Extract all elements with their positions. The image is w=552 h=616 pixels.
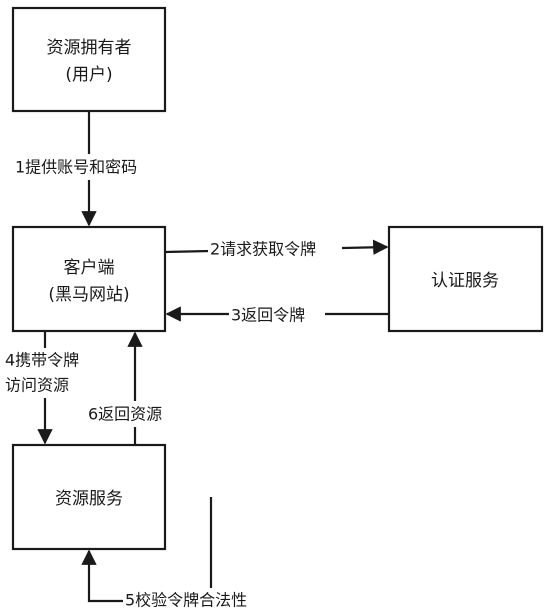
edge-4-label-line2: 访问资源	[5, 376, 69, 395]
resource-owner-box: 资源拥有者 (用户)	[11, 6, 167, 113]
resource-owner-title: 资源拥有者	[47, 38, 132, 58]
edge-2-label: 2请求获取令牌	[210, 240, 316, 259]
edge-2-label-bg	[208, 237, 342, 263]
edge-6-label-bg	[86, 401, 186, 427]
edge-5-label: 5校验令牌合法性	[125, 591, 247, 610]
auth-service-title: 认证服务	[431, 271, 499, 291]
client-title: 客户端	[64, 258, 115, 278]
resource-service-box: 资源服务	[11, 443, 167, 551]
client-subtitle: (黑马网站)	[48, 285, 129, 305]
edge-6-label: 6返回资源	[88, 405, 162, 424]
resource-service-title: 资源服务	[55, 489, 123, 509]
edge-5-label-bg	[123, 588, 275, 614]
edge-3-label-bg	[229, 302, 325, 328]
edge-3-label: 3返回令牌	[231, 306, 305, 325]
edge-4-label-bg	[4, 348, 100, 398]
auth-service-box: 认证服务	[387, 225, 544, 333]
client-box: 客户端 (黑马网站)	[11, 225, 167, 333]
edge-1-label: 1提供账号和密码	[15, 158, 137, 177]
edge-1-label-bg	[14, 154, 164, 180]
resource-owner-subtitle: (用户)	[65, 65, 112, 85]
edge-4-label-line1: 4携带令牌	[5, 351, 79, 370]
